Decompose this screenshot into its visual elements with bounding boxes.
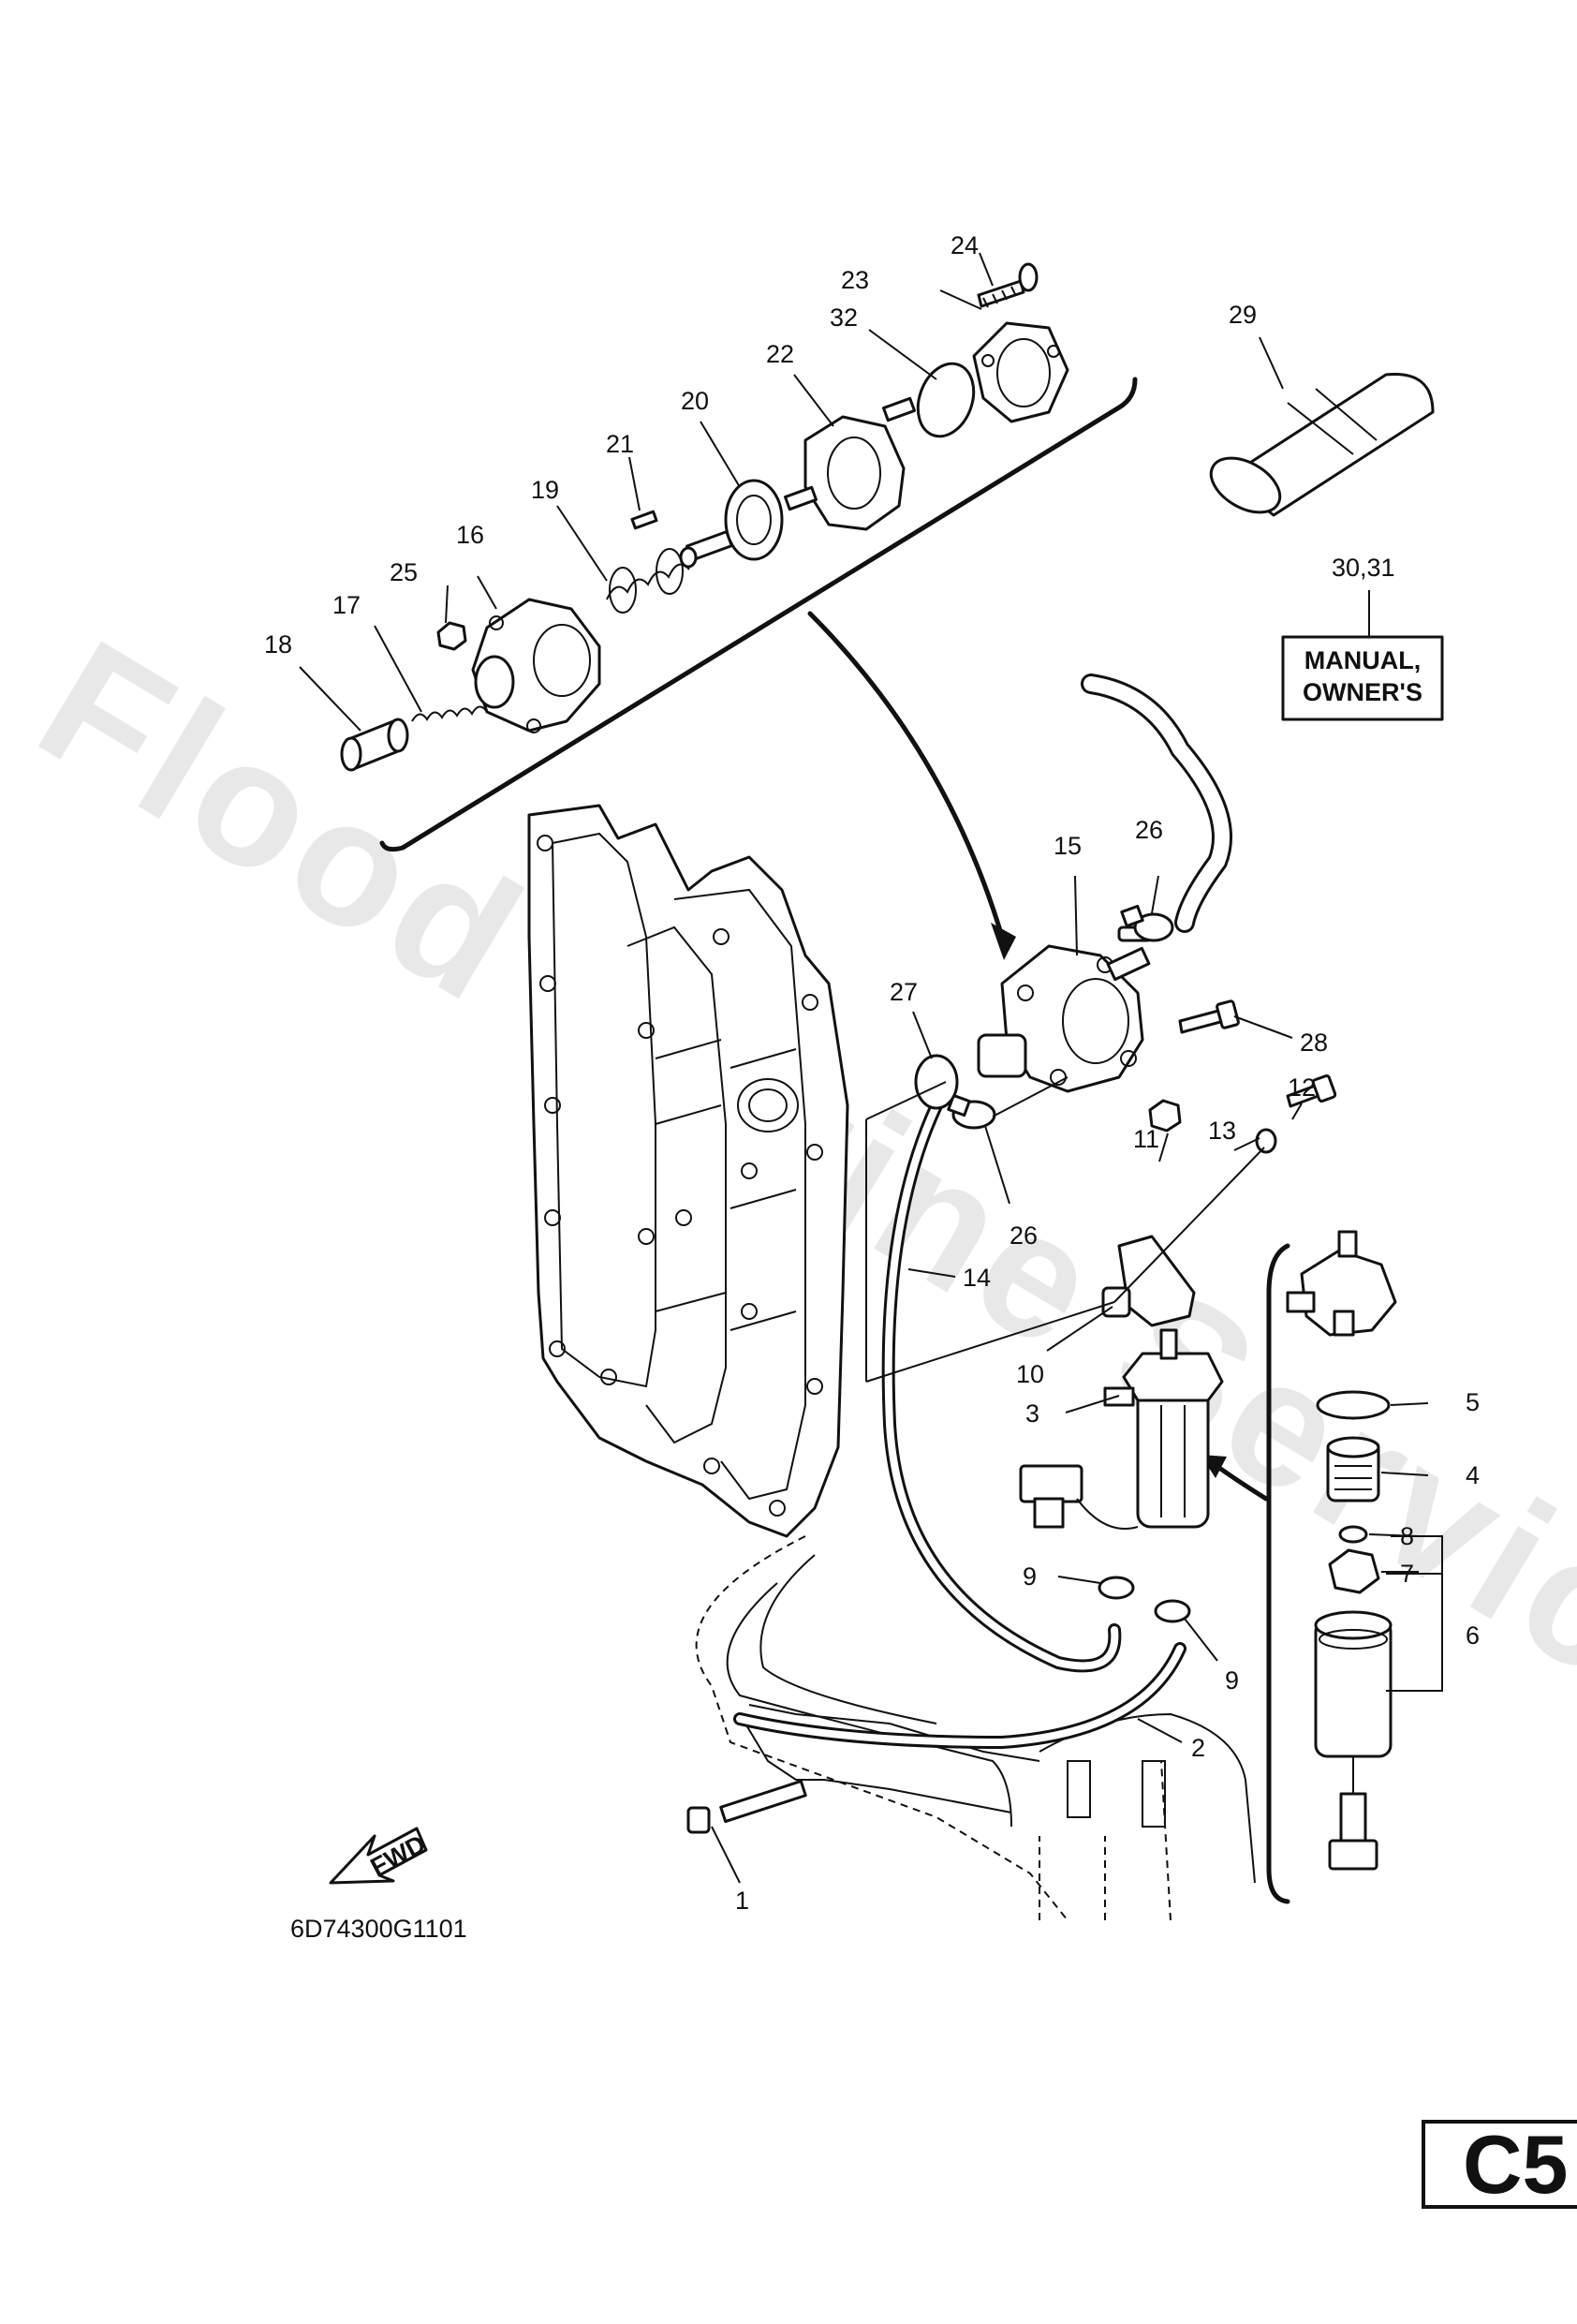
callout-12: 12 xyxy=(1288,1073,1316,1102)
callout-30-31: 30,31 xyxy=(1332,554,1395,582)
callout-19: 19 xyxy=(531,476,559,504)
callout-13: 13 xyxy=(1208,1117,1236,1145)
callout-8: 8 xyxy=(1400,1522,1414,1550)
filter-element-4 xyxy=(1326,1436,1380,1502)
callout-4: 4 xyxy=(1466,1461,1480,1489)
fwd-arrow: FWD xyxy=(329,1827,430,1885)
callouts: 1 2 3 4 5 6 7 8 9 9 10 11 12 13 14 15 16… xyxy=(264,231,1480,1915)
cover-23 xyxy=(972,321,1069,423)
callout-1: 1 xyxy=(735,1887,749,1915)
diaphragm-20 xyxy=(679,479,784,569)
bolt-28 xyxy=(1178,999,1240,1034)
filter-cap xyxy=(1286,1230,1397,1337)
pin-21 xyxy=(630,510,658,530)
spring-19 xyxy=(606,563,690,600)
callout-26-lower: 26 xyxy=(1010,1221,1038,1250)
screw-24 xyxy=(977,262,1039,308)
callout-14: 14 xyxy=(963,1264,991,1292)
owners-manual-box: MANUAL, OWNER'S xyxy=(1281,635,1444,721)
manual-label-line1: MANUAL, xyxy=(1304,646,1421,674)
callout-5: 5 xyxy=(1466,1388,1480,1416)
callout-10: 10 xyxy=(1016,1360,1044,1388)
washer-13 xyxy=(1255,1128,1277,1154)
callout-29: 29 xyxy=(1229,301,1257,329)
callout-16: 16 xyxy=(456,521,484,549)
lower-cowling xyxy=(695,1535,1256,1921)
sensor-connector xyxy=(1019,1464,1139,1530)
manual-label-line2: OWNER'S xyxy=(1303,678,1422,706)
pump-body-16 xyxy=(471,598,601,733)
nut-25 xyxy=(436,621,467,651)
callout-21: 21 xyxy=(606,430,634,458)
callout-27: 27 xyxy=(890,978,918,1006)
hose-clip-26-lower xyxy=(947,1093,996,1130)
cylinder-block xyxy=(527,804,849,1538)
fuel-filter-3 xyxy=(1103,1328,1224,1529)
callout-24: 24 xyxy=(951,231,979,259)
pump-housing-22 xyxy=(784,396,916,531)
callout-32: 32 xyxy=(830,303,858,332)
callout-22: 22 xyxy=(766,340,794,368)
page-code-box: C5 xyxy=(1422,2120,1577,2209)
callout-17: 17 xyxy=(332,591,361,619)
o-ring-8 xyxy=(1338,1525,1368,1544)
gasket-32 xyxy=(916,362,976,438)
drawing-number: 6D74300G1101 xyxy=(290,1915,467,1943)
o-ring-5 xyxy=(1316,1390,1391,1420)
sleeve-18 xyxy=(340,718,409,772)
callout-28: 28 xyxy=(1300,1029,1328,1057)
filter-cup-6 xyxy=(1314,1610,1393,1871)
callout-15: 15 xyxy=(1054,832,1082,860)
fuel-pump-15 xyxy=(977,925,1153,1093)
callout-3: 3 xyxy=(1025,1399,1039,1428)
filter-bracket xyxy=(1266,1243,1290,1904)
bolt-12 xyxy=(1286,1073,1337,1108)
leader-lines xyxy=(299,252,1429,1884)
leader-arrow-pump xyxy=(807,611,1005,940)
callout-9-right: 9 xyxy=(1225,1666,1239,1695)
nut-11 xyxy=(1148,1099,1182,1132)
callout-25: 25 xyxy=(390,558,418,586)
callout-23: 23 xyxy=(841,266,869,294)
callout-20: 20 xyxy=(681,387,709,415)
callout-9-left: 9 xyxy=(1023,1562,1037,1591)
callout-6: 6 xyxy=(1466,1621,1480,1650)
hose-clip-26-upper xyxy=(1120,904,1174,942)
drain-plug-1 xyxy=(686,1779,807,1834)
nut-7 xyxy=(1328,1548,1380,1594)
callout-7: 7 xyxy=(1400,1560,1414,1588)
callout-11: 11 xyxy=(1133,1125,1159,1153)
o-ring-27 xyxy=(914,1054,959,1110)
callout-2: 2 xyxy=(1191,1734,1205,1762)
hose-clip-9-left xyxy=(1098,1576,1135,1600)
exploded-view-bracket xyxy=(379,377,1138,852)
callout-18: 18 xyxy=(264,630,292,659)
hose-clip-9-right xyxy=(1154,1599,1191,1623)
cover-29 xyxy=(1209,373,1435,517)
callout-26-upper: 26 xyxy=(1135,816,1163,844)
arrowhead-pump xyxy=(991,923,1016,960)
